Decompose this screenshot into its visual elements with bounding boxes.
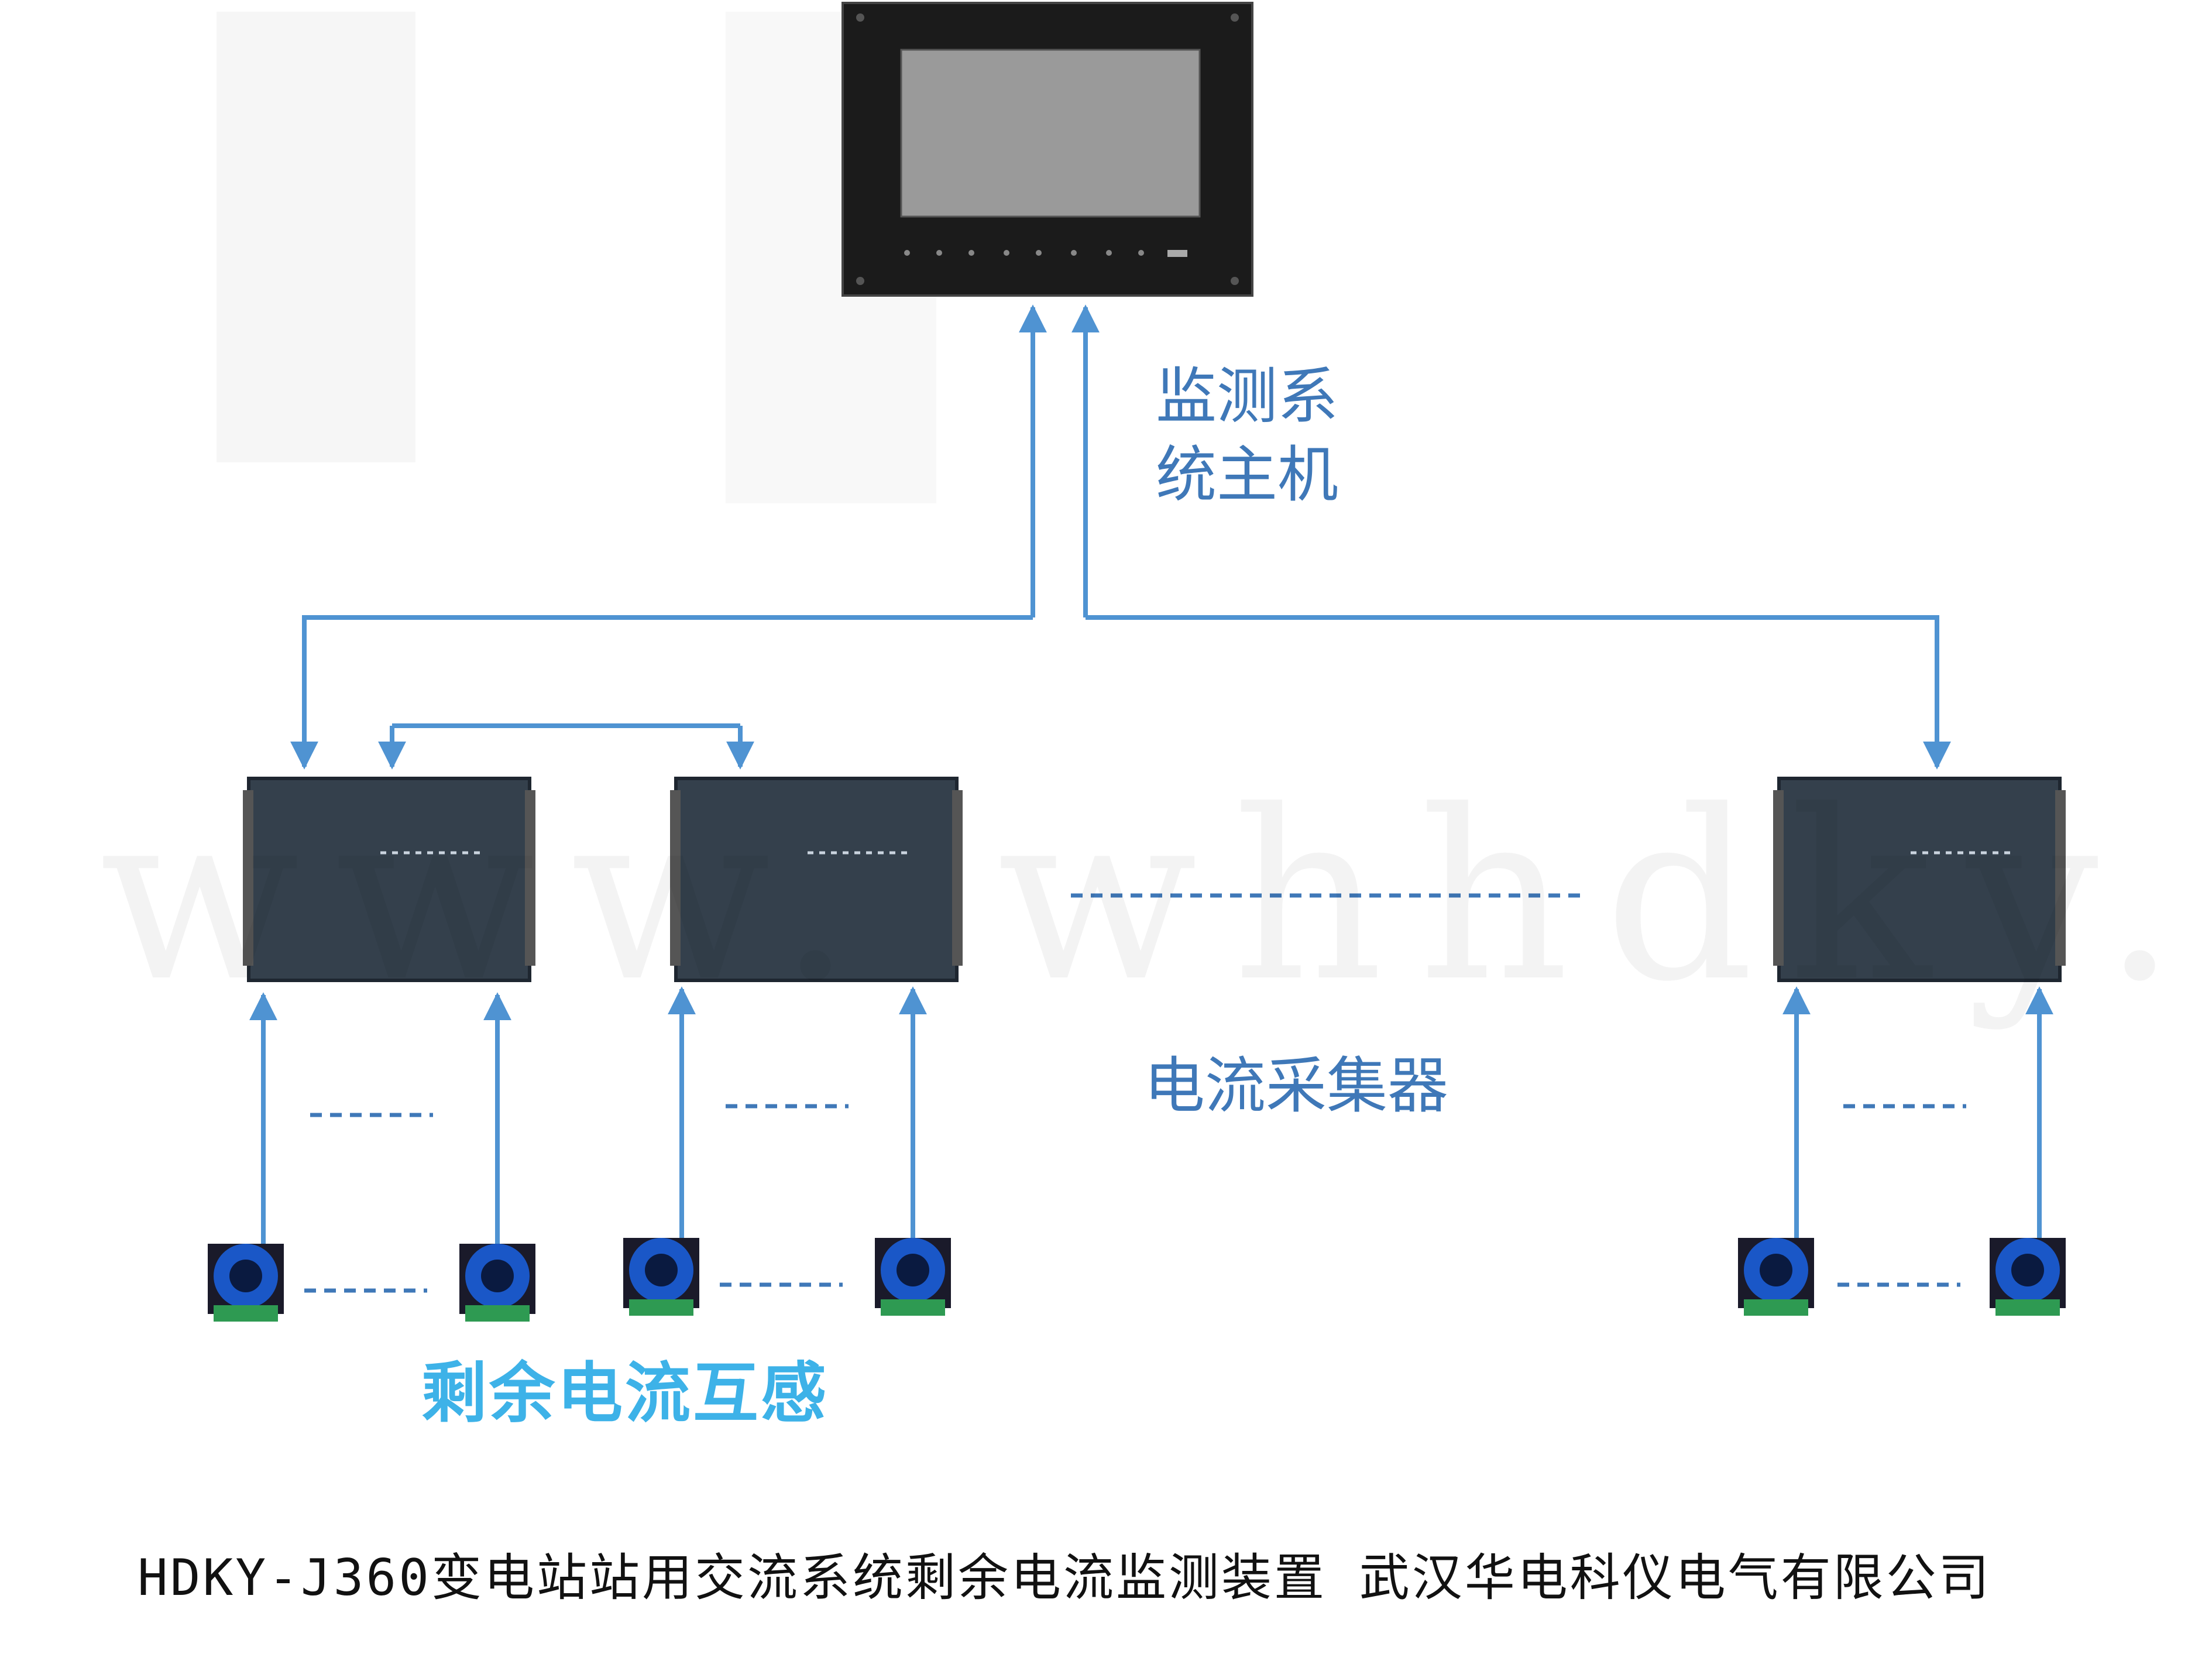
ct-label: 剩余电流互感 — [421, 1356, 829, 1432]
ct-sensor — [623, 1238, 699, 1316]
host-label: 监测系 统主机 — [1156, 357, 1338, 514]
monitor-host-device — [841, 2, 1253, 297]
sensor-connection-lines — [249, 986, 2053, 1247]
current-collector-3 — [1773, 777, 2066, 982]
background-panel — [217, 12, 415, 462]
host-indicator-leds — [904, 250, 1187, 257]
ct-sensor — [1990, 1238, 2066, 1316]
host-label-line1: 监测系 — [1156, 361, 1339, 432]
current-collector-1 — [243, 777, 535, 982]
ellipsis-dashes — [304, 893, 1966, 1293]
caption: HDKY-J360变电站站用交流系统剩余电流监测装置 武汉华电科仪电气有限公司 — [138, 1549, 1991, 1607]
watermark-text: www. whhdky. com — [99, 761, 2212, 1033]
ct-sensor — [1738, 1238, 1814, 1316]
collector-label: 电流采集器 — [1144, 1050, 1449, 1121]
ct-sensor — [208, 1244, 284, 1322]
ct-sensor — [875, 1238, 951, 1316]
current-collector-2 — [670, 777, 963, 982]
ct-sensor — [459, 1244, 535, 1322]
host-label-line2: 统主机 — [1156, 439, 1339, 510]
host-connection-lines — [290, 304, 1951, 770]
